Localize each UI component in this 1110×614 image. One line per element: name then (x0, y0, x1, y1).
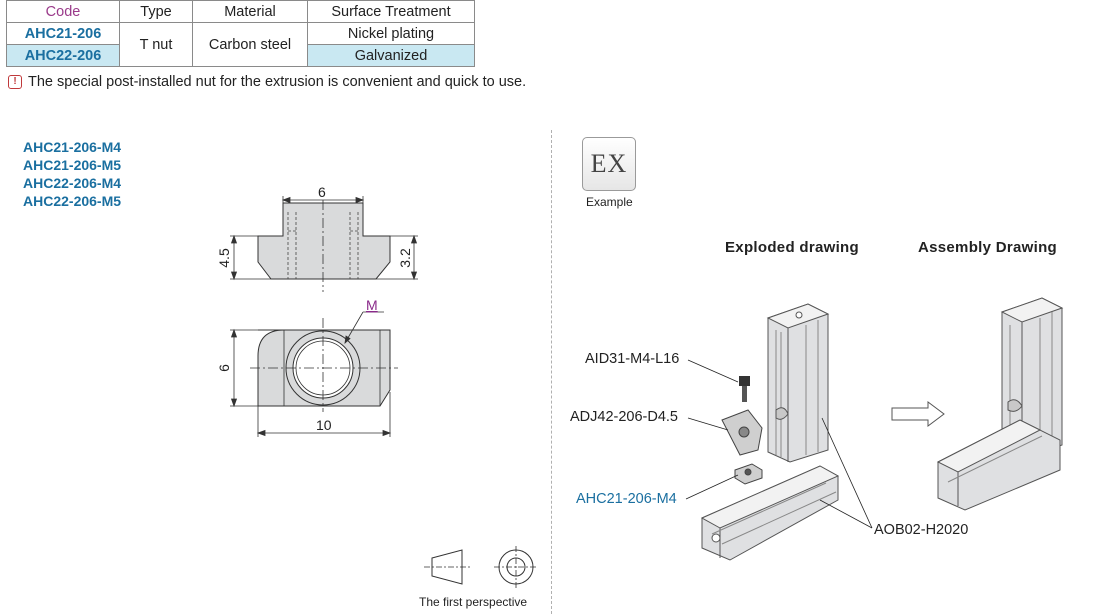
table-header-row: Code Type Material Surface Treatment (6, 0, 475, 23)
technical-drawing: 6 4.5 3.2 M 6 10 (216, 184, 538, 588)
model-item: AHC21-206-M5 (23, 157, 122, 173)
material-cell: Carbon steel (192, 22, 308, 67)
model-item: AHC22-206-M4 (23, 175, 122, 191)
section-divider (551, 130, 552, 614)
row-code: AHC22-206 (6, 44, 120, 67)
assembled-profiles (936, 297, 1064, 511)
plan-view (250, 318, 398, 412)
model-item: AHC22-206-M5 (23, 193, 122, 209)
exploded-heading: Exploded drawing (725, 239, 859, 256)
vertical-profile-exploded (766, 303, 830, 463)
arrow-right-icon (891, 401, 945, 427)
spec-table: Code Type Material Surface Treatment AHC… (6, 0, 475, 67)
projection-label: The first perspective (419, 595, 528, 609)
warning-icon: ! (8, 75, 22, 89)
horizontal-profile-exploded (700, 465, 840, 561)
bracket-icon (721, 409, 763, 456)
table-row: AHC21-206 T nut Carbon steel Nickel plat… (6, 22, 475, 67)
dim-body-height: 3.2 (397, 248, 413, 268)
row-surface: Nickel plating (307, 22, 475, 45)
dim-plan-height: 6 (216, 364, 232, 372)
header-material: Material (192, 0, 308, 23)
header-code: Code (6, 0, 120, 23)
front-view (257, 202, 391, 280)
callout-bracket: ADJ42-206-D4.5 (570, 409, 678, 425)
table-row: AHC22-206 Galvanized (6, 44, 475, 67)
dim-plan-length: 10 (316, 417, 332, 433)
thread-label: M (366, 297, 378, 313)
callout-profile: AOB02-H2020 (874, 522, 969, 538)
header-type: Type (119, 0, 193, 23)
callout-leaders (685, 359, 873, 529)
model-list: AHC21-206-M4 AHC21-206-M5 AHC22-206-M4 A… (23, 138, 121, 210)
dim-top-width: 6 (318, 184, 326, 200)
projection-symbol-icon (424, 546, 538, 588)
row-surface: Galvanized (307, 44, 475, 67)
note-text: The special post-installed nut for the e… (28, 74, 527, 90)
bolt-icon (739, 376, 750, 402)
assembly-heading: Assembly Drawing (918, 239, 1058, 256)
t-nut-icon (734, 463, 763, 485)
product-note: ! The special post-installed nut for the… (8, 74, 526, 90)
dim-total-height: 4.5 (216, 248, 232, 268)
model-item: AHC21-206-M4 (23, 139, 122, 155)
example-label: Example (586, 195, 633, 209)
callout-nut: AHC21-206-M4 (576, 491, 677, 507)
callout-bolt: AID31-M4-L16 (585, 351, 680, 367)
example-badge-icon: EX (582, 137, 636, 191)
